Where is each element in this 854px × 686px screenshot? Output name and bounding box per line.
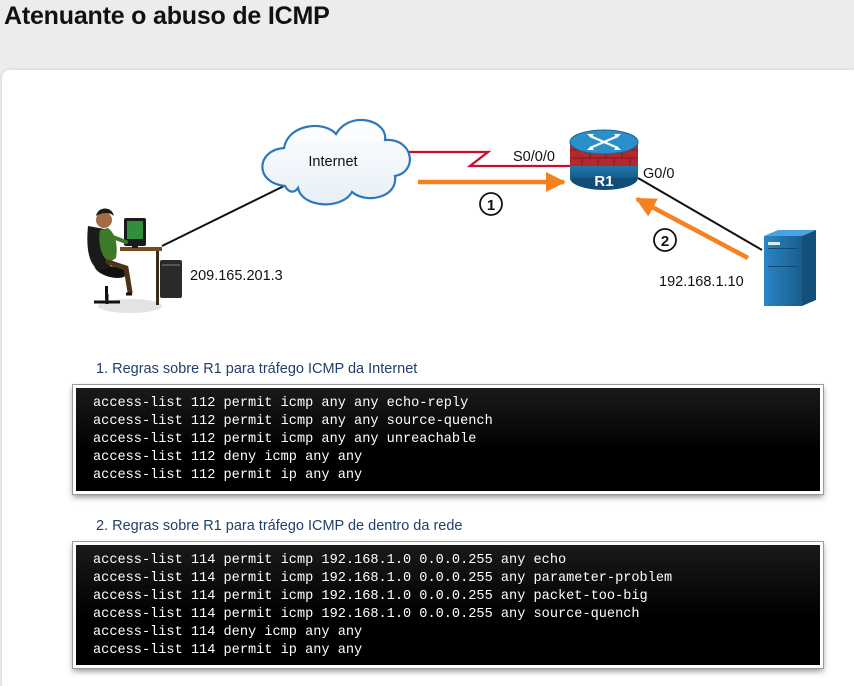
router-label: R1 bbox=[594, 173, 613, 190]
pc-cloud-link bbox=[161, 185, 285, 247]
internet-cloud-icon bbox=[261, 118, 411, 206]
code-line: access-list 114 permit icmp 192.168.1.0 … bbox=[93, 571, 673, 586]
code-line: access-list 114 deny icmp any any bbox=[93, 625, 363, 640]
acl-112-code-block: access-list 112 permit icmp any any echo… bbox=[72, 384, 824, 495]
serial-interface-label: S0/0/0 bbox=[513, 149, 555, 165]
router-firewall-icon bbox=[569, 129, 639, 190]
pc-user-icon bbox=[87, 208, 182, 313]
code-line: access-list 112 permit icmp any any unre… bbox=[93, 432, 477, 447]
router-server-link bbox=[637, 177, 763, 251]
step-1-number: 1 bbox=[487, 197, 495, 214]
cloud-label: Internet bbox=[308, 154, 357, 170]
content-panel: Internet bbox=[2, 70, 854, 686]
code-line: access-list 112 permit icmp any any sour… bbox=[93, 414, 493, 429]
code-line: access-list 112 permit icmp any any echo… bbox=[93, 396, 469, 411]
section-2-heading: 2. Regras sobre R1 para tráfego ICMP de … bbox=[96, 518, 463, 534]
code-line: access-list 114 permit icmp 192.168.1.0 … bbox=[93, 589, 648, 604]
serial-link bbox=[404, 150, 570, 168]
page-title: Atenuante o abuso de ICMP bbox=[4, 2, 330, 30]
step-2-number: 2 bbox=[661, 233, 669, 250]
arrow-step-2 bbox=[635, 197, 750, 260]
step-1-badge: 1 bbox=[479, 192, 503, 216]
step-2-badge: 2 bbox=[653, 228, 677, 252]
section-1-heading: 1. Regras sobre R1 para tráfego ICMP da … bbox=[96, 361, 418, 377]
code-line: access-list 114 permit icmp 192.168.1.0 … bbox=[93, 607, 640, 622]
code-line: access-list 114 permit icmp 192.168.1.0 … bbox=[93, 553, 567, 568]
code-line: access-list 112 deny icmp any any bbox=[93, 450, 363, 465]
server-ip-label: 192.168.1.10 bbox=[659, 274, 744, 290]
pc-ip-label: 209.165.201.3 bbox=[190, 268, 283, 284]
server-icon bbox=[764, 230, 816, 306]
network-diagram: Internet bbox=[87, 118, 816, 313]
gig-interface-label: G0/0 bbox=[643, 166, 674, 182]
acl-114-code-block: access-list 114 permit icmp 192.168.1.0 … bbox=[72, 541, 824, 669]
code-line: access-list 112 permit ip any any bbox=[93, 468, 363, 483]
code-line: access-list 114 permit ip any any bbox=[93, 643, 363, 658]
